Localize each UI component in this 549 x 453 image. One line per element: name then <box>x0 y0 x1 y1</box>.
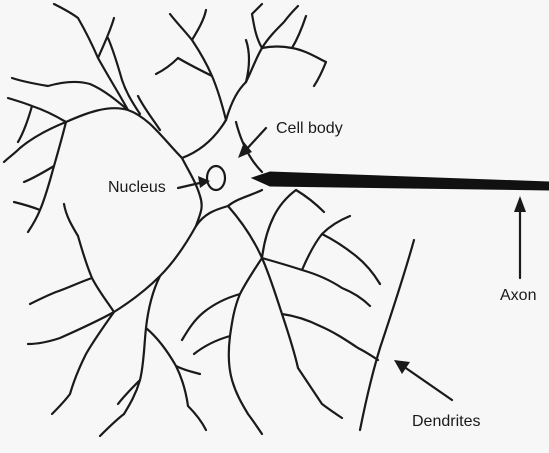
dendrite-lower-right <box>182 190 380 434</box>
dendrite-upper-left <box>4 4 182 232</box>
cell-body-label: Cell body <box>276 120 343 137</box>
dendrite-upper <box>156 4 326 120</box>
axon-label: Axon <box>500 287 536 304</box>
nucleus-shape <box>207 166 225 190</box>
dendrite-lower-left <box>28 204 206 436</box>
dendrites-pointer <box>400 364 452 400</box>
nucleus-label: Nucleus <box>108 179 166 196</box>
dendrites-label: Dendrites <box>412 413 480 430</box>
dendrites-arrowhead <box>394 360 410 374</box>
axon-arrowhead <box>514 196 526 212</box>
axon-shape <box>252 172 549 190</box>
